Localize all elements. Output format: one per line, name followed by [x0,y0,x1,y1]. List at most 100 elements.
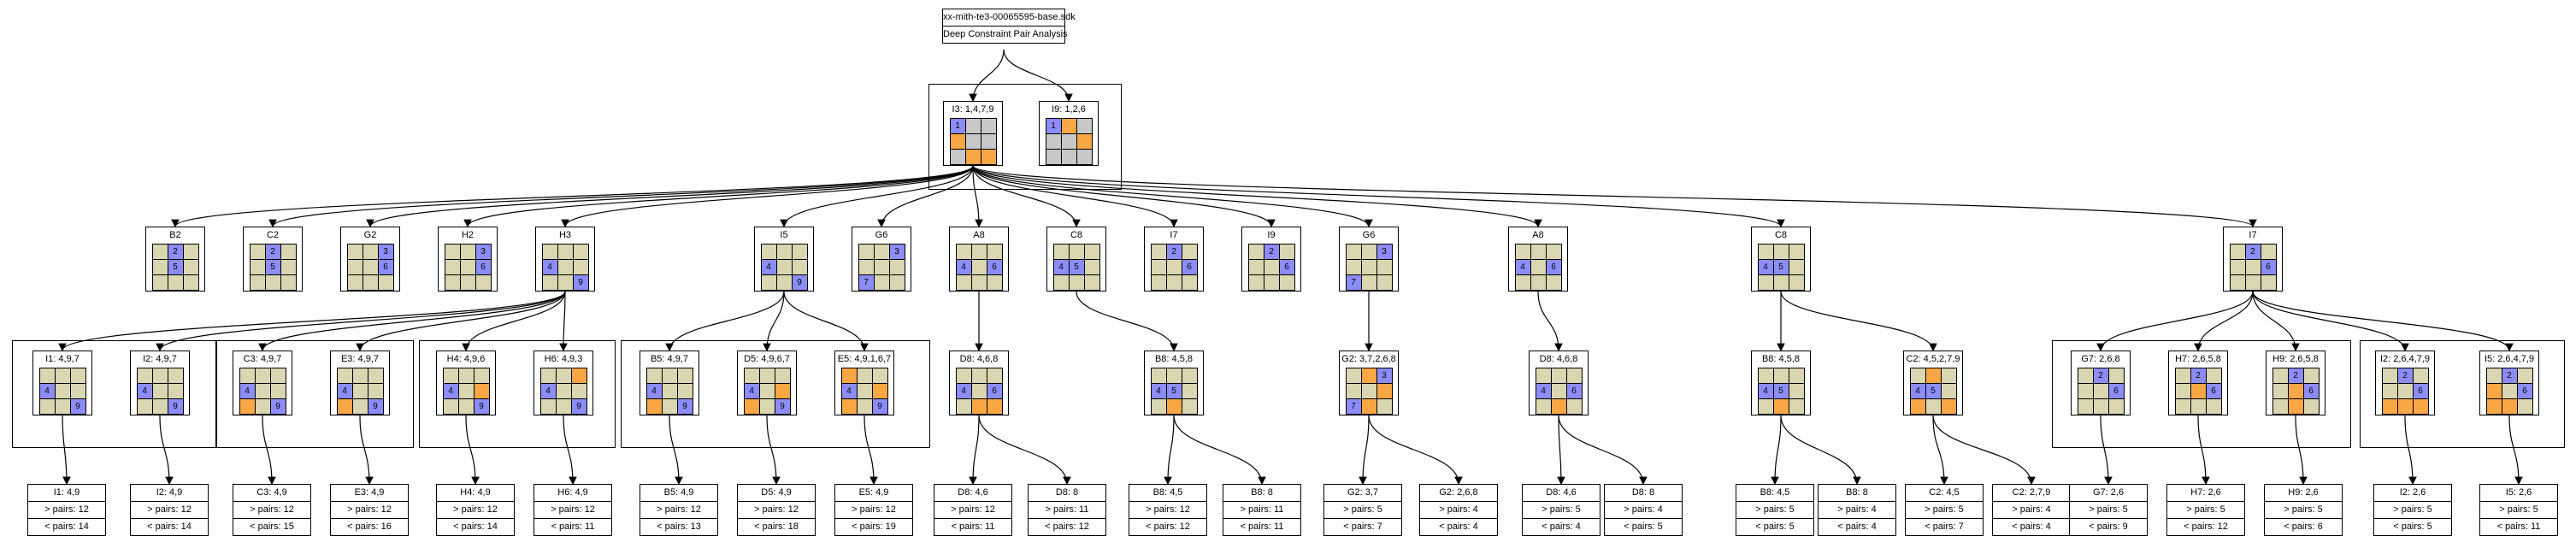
grid-cell [776,275,793,291]
grid-cell: 1 [1046,119,1062,134]
grid-cell: 4 [956,260,972,275]
grid-cell [239,368,256,384]
edge [356,291,566,352]
less-pairs: < pairs: 4 [1420,518,1497,535]
edge [864,415,878,486]
grid-cell [965,150,981,165]
leaf-node: I5: 2,6> pairs: 5< pairs: 11 [2479,484,2558,536]
greater-pairs: > pairs: 12 [233,501,310,518]
grid-cell: 9 [70,399,86,415]
grid-cell: 2 [1166,245,1182,260]
less-pairs: < pairs: 13 [640,518,717,535]
grid-cell [55,384,71,399]
edge [2096,291,2254,352]
edge [972,165,983,228]
node-label: E3: 4,9,7 [340,354,380,364]
grid-cell [857,399,873,415]
grid-cell [2245,275,2261,291]
leaf-label: G7: 2,6 [2092,487,2125,498]
grid-cell [2190,384,2207,399]
grid-cell [1151,245,1167,260]
grid-cell: 3 [1376,368,1393,384]
grid-cell: 2 [2397,368,2414,384]
grid-cell [2413,368,2429,384]
grid-cell [368,368,384,384]
grid-cell [662,368,678,384]
edge [972,165,2257,228]
node-label: B8: 4,5,8 [1154,354,1194,364]
grid-cell [662,399,678,415]
edge [258,291,566,352]
greater-pairs: > pairs: 12 [640,501,717,518]
grid-cell [2382,399,2398,415]
grid-cell [1069,245,1085,260]
grid-cell [1773,275,1789,291]
grid-cell: 4 [956,384,972,399]
grid-cell [889,260,905,275]
edge [972,165,1542,228]
node-label: H4: 4,9,6 [446,354,486,364]
edge [669,415,683,486]
node-label: A8 [1532,230,1544,240]
leaf-label: H4: 4,9 [460,487,491,498]
leaf-node: H4: 4,9> pairs: 12< pairs: 14 [436,484,515,536]
grid-cell [987,275,1003,291]
grid-cell: 4 [1758,260,1774,275]
grid-cell [956,368,972,384]
grid-cell: 6 [475,260,492,275]
grid-cell [1941,384,1957,399]
grid-cell: 6 [987,384,1003,399]
less-pairs: < pairs: 19 [835,518,912,535]
node-label: D8: 4,6,8 [1539,354,1578,364]
grid-cell [950,150,966,165]
grid-cell [987,245,1003,260]
node-label: I1: 4,9,7 [45,354,80,364]
grid-cell [378,275,394,291]
grid-cell: 4 [1910,384,1926,399]
grid-cell [1076,119,1093,134]
grid-cell [2261,275,2277,291]
grid-cell [2230,245,2246,260]
grid-cell [445,275,461,291]
grid-cell [255,368,271,384]
node-label: I9: 1,2,6 [1052,104,1086,115]
grid-cell: 9 [168,399,184,415]
node-label: H2 [461,230,475,240]
leaf-node: B8: 8> pairs: 11< pairs: 11 [1223,484,1301,536]
grid-cell [1773,368,1789,384]
grid-cell [280,260,297,275]
grid-cell [1376,260,1393,275]
node-label: I2: 2,6,4,7,9 [2379,354,2431,364]
grid-cell [1248,260,1264,275]
grid-cell: 9 [573,275,589,291]
grid-cell [1376,384,1393,399]
grid-cell [2078,368,2094,384]
edge [2197,415,2210,486]
grid-cell: 6 [378,260,394,275]
edge [2252,291,2409,352]
node-label: G6 [875,230,888,240]
edge [58,291,566,352]
leaf-label: E5: 4,9 [858,487,889,498]
grid-cell [1361,384,1377,399]
grid-cell: 2 [1264,245,1280,260]
leaf-label: B8: 8 [1251,487,1273,498]
grid-cell [1061,150,1077,165]
grid-cell [137,399,153,415]
grid-cell [858,245,875,260]
grid-cell [458,384,475,399]
grid-cell [956,275,972,291]
grid-cell [1084,260,1100,275]
node-label: C8 [1774,230,1788,240]
grid-cell: 2 [2288,368,2304,384]
grid-cell [55,368,71,384]
